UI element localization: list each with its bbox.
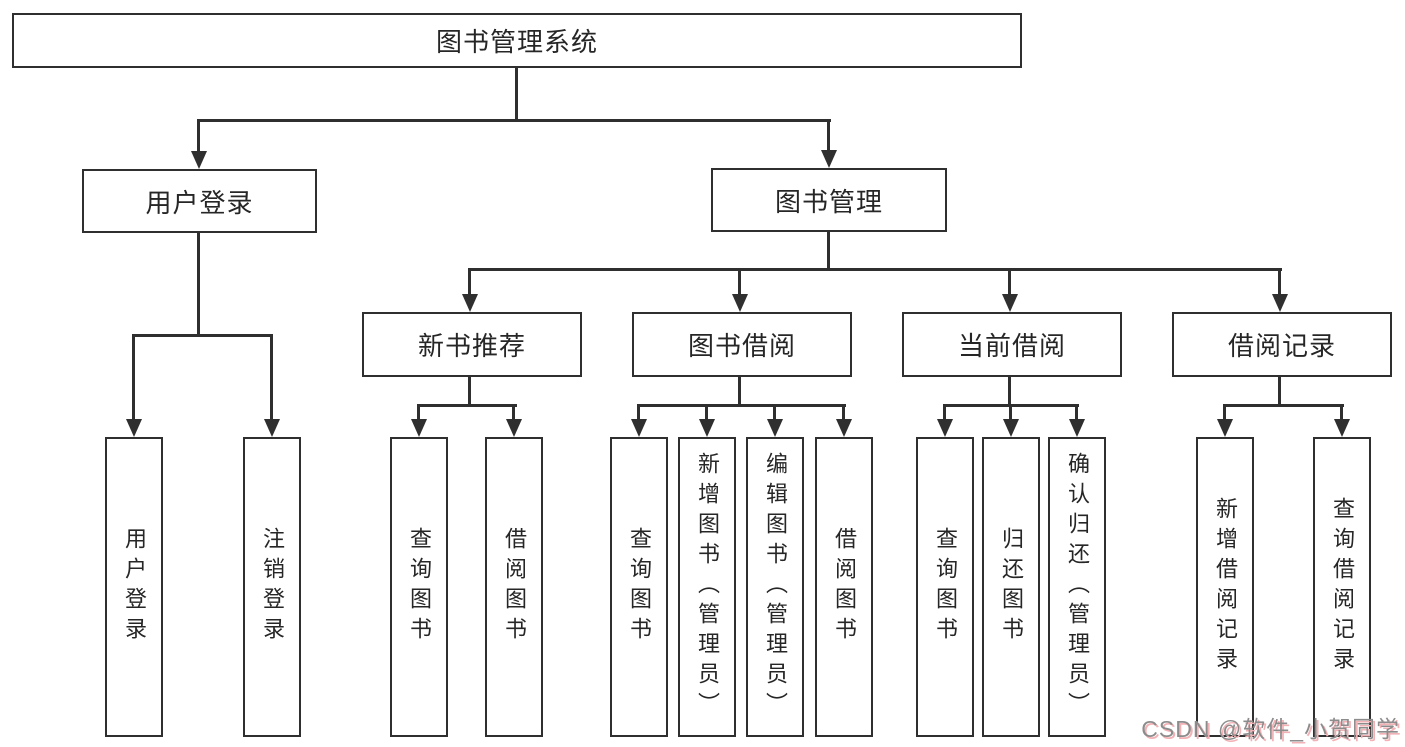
connector-level3-bar [468, 268, 1282, 271]
connector-group-riser [1008, 377, 1011, 406]
leaf-logout: 注销登录 [243, 437, 301, 737]
connector-group-bar [417, 404, 517, 407]
arrowhead-down-icon [631, 419, 647, 437]
connector-group-riser [738, 377, 741, 406]
connector-drop-leaf [132, 334, 135, 420]
leaf-add-books-admin: 新增图书（管理员） [678, 437, 736, 737]
connector-drop-leaf [637, 404, 640, 421]
connector-group-bar [1223, 404, 1344, 407]
connector-drop-group [738, 268, 741, 296]
leaf-query-books-borrowing: 查询图书 [610, 437, 668, 737]
arrowhead-down-icon [264, 419, 280, 437]
node-book-management: 图书管理 [711, 168, 947, 232]
node-library-management-system: 图书管理系统 [12, 13, 1022, 68]
connector-group-bar [637, 404, 846, 407]
arrowhead-down-icon [1002, 294, 1018, 312]
leaf-query-books-recommend: 查询图书 [390, 437, 448, 737]
arrowhead-down-icon [767, 419, 783, 437]
leaf-return-books: 归还图书 [982, 437, 1040, 737]
node-current-borrowing: 当前借阅 [902, 312, 1122, 377]
connector-drop-leaf [417, 404, 420, 421]
leaf-confirm-return-admin: 确认归还（管理员） [1048, 437, 1106, 737]
connector-drop-leaf [270, 334, 273, 420]
arrowhead-down-icon [462, 294, 478, 312]
leaf-borrow-books-recommend: 借阅图书 [485, 437, 543, 737]
connector-drop-mgmt [827, 119, 830, 152]
connector-drop-leaf [943, 404, 946, 421]
connector-level2-bar [197, 119, 831, 122]
arrowhead-down-icon [1003, 419, 1019, 437]
arrowhead-down-icon [821, 150, 837, 168]
connector-drop-leaf [1340, 404, 1343, 421]
connector-drop-leaf [512, 404, 515, 421]
connector-drop-group [1278, 268, 1281, 296]
node-new-book-recommend: 新书推荐 [362, 312, 582, 377]
node-borrow-records: 借阅记录 [1172, 312, 1392, 377]
connector-drop-leaf [1075, 404, 1078, 421]
arrowhead-down-icon [1272, 294, 1288, 312]
leaf-user-login: 用户登录 [105, 437, 163, 737]
connector-root-riser [515, 68, 518, 121]
connector-drop-leaf [705, 404, 708, 421]
arrowhead-down-icon [126, 419, 142, 437]
arrowhead-down-icon [937, 419, 953, 437]
node-book-borrowing: 图书借阅 [632, 312, 852, 377]
node-user-login: 用户登录 [82, 169, 317, 233]
leaf-edit-books-admin: 编辑图书（管理员） [746, 437, 804, 737]
leaf-query-borrow-record: 查询借阅记录 [1313, 437, 1371, 737]
arrowhead-down-icon [836, 419, 852, 437]
connector-drop-user [197, 119, 200, 153]
connector-drop-group [1008, 268, 1011, 296]
leaf-borrow-books: 借阅图书 [815, 437, 873, 737]
connector-group-riser [468, 377, 471, 406]
csdn-watermark: CSDN @软件_小贺同学 [1141, 716, 1400, 742]
arrowhead-down-icon [732, 294, 748, 312]
arrowhead-down-icon [411, 419, 427, 437]
arrowhead-down-icon [699, 419, 715, 437]
connector-drop-leaf [842, 404, 845, 421]
leaf-query-books-current: 查询图书 [916, 437, 974, 737]
arrowhead-down-icon [506, 419, 522, 437]
connector-drop-leaf [773, 404, 776, 421]
arrowhead-down-icon [191, 151, 207, 169]
arrowhead-down-icon [1217, 419, 1233, 437]
connector-user-bar [132, 334, 273, 337]
connector-drop-leaf [1223, 404, 1226, 421]
connector-group-riser [1278, 377, 1281, 406]
connector-user-riser [197, 233, 200, 336]
connector-drop-group [468, 268, 471, 296]
connector-drop-leaf [1009, 404, 1012, 421]
arrowhead-down-icon [1069, 419, 1085, 437]
connector-mgmt-riser [827, 232, 830, 270]
arrowhead-down-icon [1334, 419, 1350, 437]
leaf-add-borrow-record: 新增借阅记录 [1196, 437, 1254, 737]
